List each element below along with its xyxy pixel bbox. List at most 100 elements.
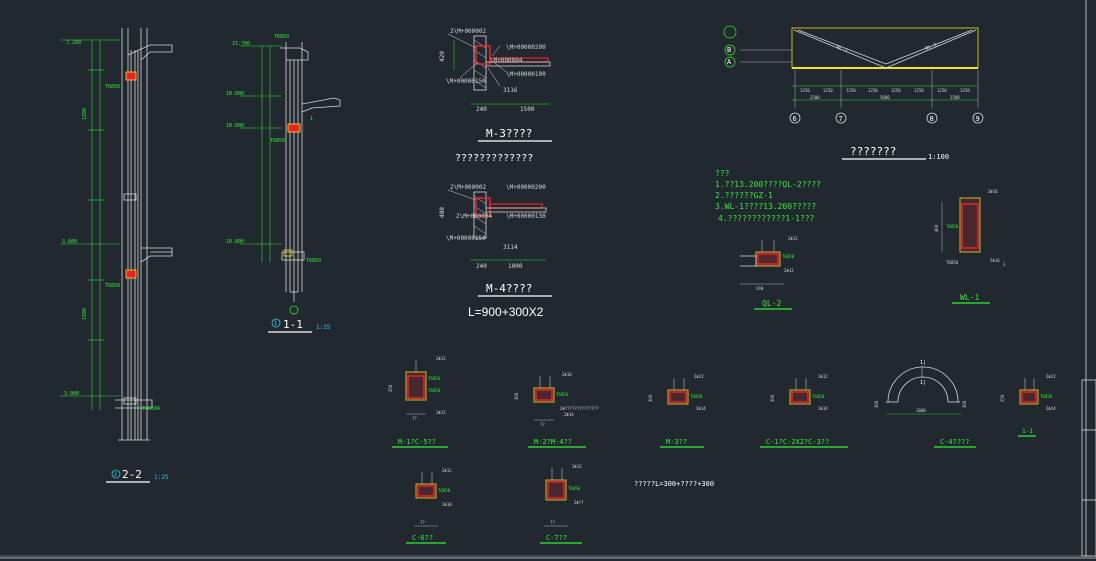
dim-text: 240: [476, 263, 487, 270]
section-2-2-title-block: 2 2-2 1:25: [106, 468, 169, 483]
rebar-note: \M+00000150: [446, 235, 486, 242]
stirrup-tag: T6850: [946, 224, 959, 229]
stirrup-tag: T6850: [568, 486, 581, 491]
tag-t6850: T6850: [105, 283, 120, 289]
lintel-m3-labels: 2Φ12 T6850 2Φ14 300: [648, 374, 706, 411]
lintel-c1-labels: 2Φ12 T6850 2Φ14 300: [770, 374, 828, 411]
axis-bubble-a: [724, 56, 736, 68]
dim-text: 1250: [823, 88, 833, 93]
stirrup-tag: T6850: [1040, 394, 1053, 399]
lintel-c6: [414, 472, 438, 527]
section-2-2: [60, 28, 173, 441]
dim-text: ??: [420, 520, 425, 525]
axis-letter-b: B: [727, 46, 731, 54]
rebar-tag: 2Φ12: [788, 236, 798, 241]
lintel-1-1: [1019, 378, 1039, 405]
section-marker-number: 1: [274, 320, 278, 327]
rebar-note: \M+000004: [490, 57, 523, 64]
section-1-1: [240, 42, 341, 302]
rebar-note: 2\M+000002: [450, 28, 487, 35]
lintel-c1-c2-c3: [789, 378, 811, 405]
general-notes: ??? 1.??13.200????QL-2???? 2.??????GZ-1 …: [715, 169, 821, 223]
tag-t6850a: T6850A: [142, 406, 160, 412]
m4-length-formula: L=900+300X2: [468, 305, 544, 319]
lintel-title: C-4????: [940, 438, 970, 446]
axis-number-6: 6: [793, 115, 797, 123]
section-2-2-labels: 7.200 3.600 3.000 T6850 T6850 T6850A 120…: [62, 40, 160, 412]
dim-text: 300: [962, 400, 967, 408]
dim-text: 2500: [810, 95, 820, 100]
lintel-title: M-2?M-4??: [534, 438, 572, 446]
stirrup-tag: T6850: [428, 376, 441, 381]
ql2-labels: 2Φ12 T6850 2Φ12 240: [756, 236, 798, 291]
dim-text: 240: [756, 286, 764, 291]
lintel-m2-m4: [533, 376, 555, 421]
dim-text: 300: [514, 392, 519, 400]
note-item-3: 3.WL-1????13.200?????: [715, 202, 816, 211]
dim-text: 240: [476, 106, 487, 113]
rebar-note: 3114: [503, 244, 518, 251]
dim-text: 300: [648, 394, 653, 402]
rebar-tag: 2Φ14: [564, 412, 574, 417]
dim-text: 2500: [950, 95, 960, 100]
bottom-circle: [289, 305, 299, 315]
rebar-tag: 2Φ14: [696, 406, 706, 411]
axis-number-7: 7: [839, 115, 843, 123]
m4-detail: [447, 189, 547, 261]
lintel-m1-c5-labels: 2Φ12 T6850 T6850 2Φ12 250 ??: [388, 356, 446, 421]
tag-t6850: T6850: [105, 84, 120, 90]
stirrup-tag: T6850: [428, 388, 441, 393]
section-marker-circle: [271, 318, 281, 328]
dim-text: 1800: [916, 408, 926, 413]
dim-text: 1250: [914, 88, 924, 93]
lintel-title: M-3??: [666, 438, 687, 446]
lintel-m3: [667, 378, 689, 405]
axis-number-9: 9: [976, 115, 980, 123]
section-2-2-title: 2-2: [122, 468, 142, 481]
rebar-tag: 2Φ16: [988, 189, 998, 194]
m3-title: M-3????: [486, 127, 532, 140]
lintel-m2-m4-labels: 2Φ10 T6850 2Φ?????????????? 2Φ14 300 ??: [514, 372, 599, 427]
section-scale: 1:25: [154, 474, 169, 481]
section-1-1-title-block: 1 1-1 1:25: [268, 305, 331, 333]
beam-label: WL-1: [925, 42, 938, 52]
axis-bubble-b: [724, 44, 736, 56]
section-scale: 1:25: [316, 324, 331, 331]
elevation-7200: 7.200: [66, 40, 81, 46]
axis-letter-a: A: [727, 58, 732, 66]
dim-text: 1250: [846, 88, 856, 93]
dim-text: ??: [540, 422, 545, 427]
rebar-tag: 2Φ12: [572, 464, 582, 469]
elevation: 10.800: [226, 239, 244, 245]
lintel-c7-labels: 2Φ12 T6850 2Φ?? ??: [550, 464, 584, 525]
lintel-c4-arch: [886, 366, 962, 415]
m3-detail: [447, 33, 551, 105]
rebar-tag: 2Φ12: [784, 268, 794, 273]
dim-text: 400: [439, 207, 446, 218]
elevation-3000: 3.000: [64, 391, 79, 397]
rebar-tag: 2Φ??????????????: [560, 406, 599, 411]
rebar-note: \M+00000150: [446, 78, 486, 85]
lintel-title: C-1?C-2X2?C-3??: [766, 438, 829, 446]
dim-text: 1250: [960, 88, 970, 93]
tag-t6850: T6850: [274, 34, 289, 40]
stirrup-tag: T6850: [438, 488, 451, 493]
dim-text: 1250: [891, 88, 901, 93]
rebar-tag: 2Φ10: [562, 372, 572, 377]
dim-text: 400: [934, 224, 939, 232]
stirrup-tag: T6850: [690, 394, 703, 399]
beam-label: WL-1: [835, 44, 848, 54]
rebar-note: \M+00000200: [506, 44, 546, 51]
dim-text: 250: [1000, 394, 1005, 402]
m4-title: M-4????: [486, 282, 532, 295]
stirrup-tag: T6850: [812, 394, 825, 399]
rebar-tag: 2Φ12: [694, 374, 704, 379]
roof-plan-labels: B A 6 7 8 9 WL-1 WL-1 1250 1250 1250 125…: [727, 42, 980, 161]
note-item-2: 2.??????GZ-1: [715, 191, 773, 200]
lintel-title: C-6??: [412, 534, 433, 542]
lintel-title: 1-1: [1022, 428, 1033, 435]
elevation: 15.700: [232, 41, 250, 47]
dim-text: 1250: [868, 88, 878, 93]
